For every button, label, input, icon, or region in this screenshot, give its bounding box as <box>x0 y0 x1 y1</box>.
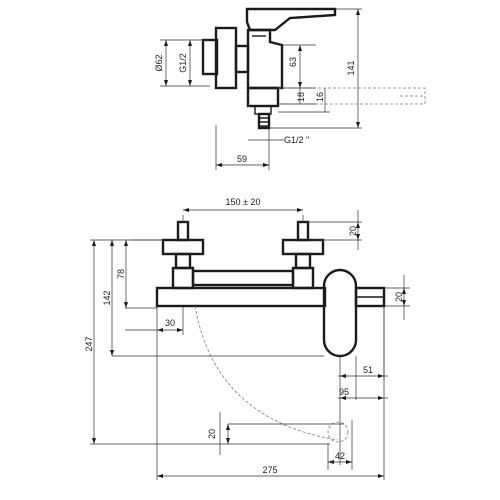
side-cartridge-body <box>246 28 284 90</box>
front-right-eccentric <box>296 220 310 242</box>
front-body-bar <box>191 269 295 287</box>
dim-length-95: 95 <box>339 387 349 397</box>
dim-height-18: 18 <box>296 92 306 102</box>
dim-height-142: 142 <box>102 290 112 305</box>
dim-depth-59: 59 <box>237 154 247 164</box>
dim-offset-30: 30 <box>165 318 175 328</box>
front-lever-handle <box>322 268 358 358</box>
dim-height-16: 16 <box>315 92 325 102</box>
dim-height-63: 63 <box>288 57 298 67</box>
dim-body-diameter: Ø62 <box>154 54 164 71</box>
front-mixer-bar <box>155 286 327 308</box>
dim-height-78: 78 <box>116 269 126 279</box>
dim-eccentric-height: 20 <box>348 226 358 236</box>
side-outlet-nozzle <box>257 112 271 130</box>
side-lever-handle <box>245 7 337 32</box>
dim-center-distance: 150 ± 20 <box>226 197 261 207</box>
side-wall-flange <box>214 26 238 90</box>
dim-total-length: 275 <box>262 465 277 475</box>
lever-swing-end <box>327 421 349 443</box>
dim-length-51: 51 <box>363 365 373 375</box>
front-view: 150 ± 20 20 78 142 247 20 30 51 95 20 42… <box>84 197 410 480</box>
dim-height-141: 141 <box>346 60 356 75</box>
front-left-eccentric <box>176 220 190 242</box>
dim-spout-height: 20 <box>394 292 404 302</box>
dim-outlet-thread: G1/2 " <box>284 135 309 145</box>
dim-length-42: 42 <box>335 451 345 461</box>
dim-inlet-thread: G1/2 <box>178 53 188 73</box>
lever-swing-arc <box>194 305 339 441</box>
dim-height-20-lower: 20 <box>207 429 217 439</box>
side-view: Ø62 G1/2 63 141 18 16 G1/2 " 59 <box>154 7 426 170</box>
side-spout-outline <box>278 87 426 105</box>
side-lower-body <box>246 86 280 108</box>
dim-height-247: 247 <box>84 336 94 351</box>
